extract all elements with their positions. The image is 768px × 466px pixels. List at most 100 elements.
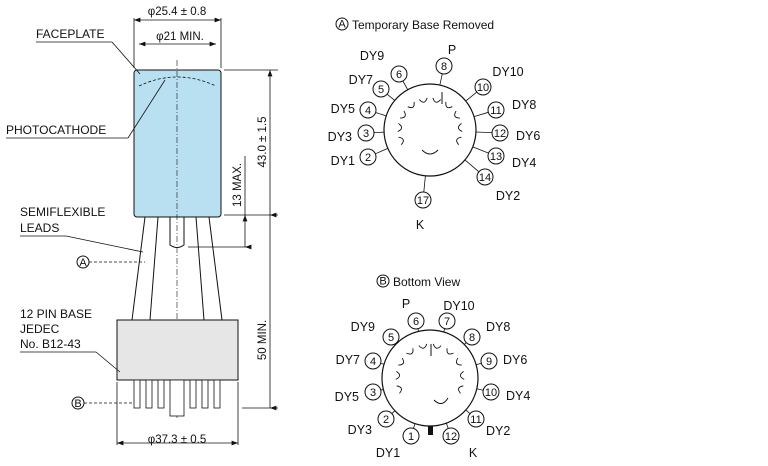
view-a-badge-letter: A (338, 19, 346, 31)
lead-right (209, 217, 222, 320)
label-base-1: 12 PIN BASE (20, 307, 92, 321)
bottom-base-circle (382, 330, 478, 426)
label-leads: LEADS (20, 221, 59, 235)
bottom-pin-label: K (469, 446, 478, 460)
temporary-pin-lead (476, 132, 492, 133)
label-faceplate: FACEPLATE (36, 27, 104, 41)
temporary-pin-number: 11 (490, 105, 501, 117)
bottom-pin-number: 11 (470, 414, 481, 426)
temporary-pin-label: K (416, 218, 425, 232)
bottom-pin-number: 2 (383, 414, 389, 426)
temporary-pin-number: 3 (363, 128, 369, 140)
lead-mid-left (150, 217, 158, 320)
bottom-pin-label: DY10 (443, 299, 474, 313)
temporary-pin-label: DY2 (496, 189, 520, 203)
temporary-base-circle (384, 84, 476, 176)
bottom-pin-lead (446, 423, 448, 428)
temporary-pin-number: 17 (417, 195, 429, 207)
temporary-pin-label: DY9 (360, 49, 384, 63)
lead-mid-right (196, 217, 204, 320)
temporary-pin-lead (387, 94, 395, 100)
bottom-pin-lead (392, 411, 395, 414)
bottom-pin-lead (476, 363, 481, 364)
tube-stem (170, 217, 184, 248)
temporary-pin-lead (424, 176, 426, 192)
bottom-pin-label: DY6 (503, 353, 527, 367)
temporary-pin-label: DY3 (328, 130, 352, 144)
label-semiflexible: SEMIFLEXIBLE (20, 205, 105, 219)
marker-b: B (74, 398, 81, 410)
bottom-pin-label: DY3 (348, 423, 372, 437)
bottom-pin-number: 8 (469, 332, 475, 344)
temporary-pin-label: DY8 (512, 98, 536, 112)
temporary-pin-lead (375, 148, 387, 153)
dim-outer-diameter: φ25.4 ± 0.8 (148, 6, 207, 18)
bottom-pin-label: DY8 (486, 320, 510, 334)
lead-left (132, 217, 145, 320)
temporary-pin-number: 6 (396, 69, 402, 81)
bottom-pin-lead (477, 389, 483, 390)
bottom-pin-number: 4 (370, 356, 376, 368)
temporary-pin-lead (473, 147, 489, 153)
temporary-pin-label: DY1 (331, 154, 355, 168)
temporary-pin-number: 8 (441, 61, 447, 73)
bottom-pin-label: DY1 (376, 446, 400, 460)
temporary-pin-label: P (448, 43, 456, 57)
temporary-pin-number: 4 (365, 105, 371, 117)
temporary-view-title: Temporary Base Removed (352, 18, 494, 32)
dim-length: 43.0 ± 1.5 (257, 116, 269, 167)
dim-50-min: 50 MIN. (257, 320, 269, 360)
bottom-pin-lead (381, 363, 384, 364)
temporary-pin-number: 5 (378, 84, 384, 96)
bottom-pin-label: DY9 (351, 320, 375, 334)
dim-min-diameter: φ21 MIN. (156, 31, 204, 43)
temporary-pin-number: 13 (490, 151, 502, 163)
bottom-pin-lead (444, 329, 445, 332)
temporary-pin-label: DY5 (331, 102, 355, 116)
tube-bulb (134, 70, 221, 217)
tube-base (117, 320, 238, 380)
temporary-pin-lead (465, 160, 479, 172)
label-photocathode: PHOTOCATHODE (6, 123, 106, 137)
bottom-pin-number: 3 (370, 387, 376, 399)
bottom-view-title: Bottom View (393, 275, 460, 289)
temporary-pin-label: DY6 (516, 129, 540, 143)
temporary-pin-lead (440, 74, 442, 85)
dim-13-max: 13 MAX. (232, 163, 244, 207)
bottom-pin-number: 7 (444, 316, 450, 328)
view-b-badge-letter: B (379, 276, 386, 288)
dim-base-diameter: φ37.3 ± 0.5 (148, 434, 207, 446)
bottom-pin-label: P (402, 297, 410, 311)
temporary-pin-label: DY10 (492, 65, 523, 79)
bottom-pin-label: DY2 (486, 424, 510, 438)
temporary-pin-number: 10 (477, 82, 489, 94)
temporary-pin-lead (376, 112, 387, 115)
temporary-pin-lead (474, 112, 488, 116)
bottom-key-notch (428, 426, 433, 435)
temporary-base-view: A Temporary Base Removed 2DY13DY34DY55DY… (328, 18, 541, 232)
temporary-pin-number: 14 (479, 172, 491, 184)
label-base-3: No. B12-43 (20, 337, 81, 351)
bottom-pin-number: 9 (486, 356, 492, 368)
bottom-pin-number: 5 (388, 332, 394, 344)
base-pins (134, 380, 220, 416)
tube-outline (117, 60, 238, 418)
bottom-pin-number: 12 (445, 431, 457, 443)
temporary-pin-number: 2 (365, 152, 371, 164)
label-base-2: JEDEC (20, 322, 60, 336)
temporary-pin-number: 12 (494, 128, 506, 140)
marker-a: A (79, 257, 87, 269)
bottom-pin-label: DY5 (335, 390, 359, 404)
bottom-pin-number: 6 (413, 316, 419, 328)
bottom-pin-lead (413, 424, 415, 429)
bottom-pin-number: 1 (408, 431, 414, 443)
temporary-pin-label: DY7 (349, 73, 373, 87)
temporary-pin-lead (466, 92, 477, 101)
temporary-pin-label: DY4 (512, 156, 536, 170)
bottom-pin-number: 10 (485, 387, 497, 399)
bottom-pin-label: DY4 (506, 389, 530, 403)
bottom-pin-label: DY7 (336, 353, 360, 367)
